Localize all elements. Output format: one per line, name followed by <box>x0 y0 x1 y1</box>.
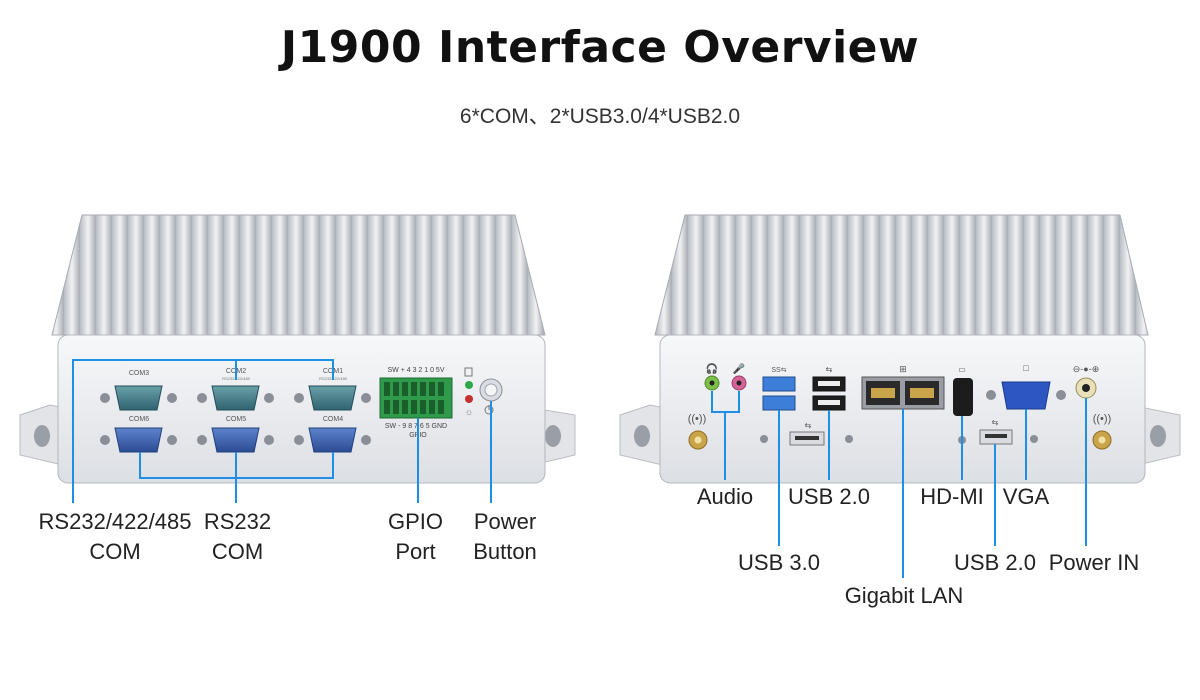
usb2-icon-c: ⇆ <box>992 418 999 427</box>
label-rs232-422-485-line2: COM <box>89 539 141 564</box>
label-rs232-line1: RS232 <box>203 509 272 534</box>
gpio-terminal-block <box>379 377 453 419</box>
wifi-antenna-right: ((•)) <box>1092 413 1112 450</box>
db9-com5 <box>197 427 274 453</box>
db9-com2 <box>197 385 274 411</box>
label-rs232-422-485-com: RS232/422/485 COM <box>20 507 210 567</box>
storage-led-icon <box>464 367 473 377</box>
page-subtitle: 6*COM、2*USB3.0/4*USB2.0 <box>459 105 741 128</box>
db9-com6 <box>100 427 177 453</box>
com3-text: COM3 <box>129 370 149 377</box>
usb3-port-2[interactable] <box>762 395 796 411</box>
label-usb3: USB 3.0 <box>738 550 820 575</box>
hdmi-port[interactable] <box>953 378 973 416</box>
label-gigabit-lan: Gigabit LAN <box>844 583 964 608</box>
label-power-in: Power IN <box>1048 550 1140 575</box>
gpio-top-text: SW + 4 3 2 1 0 5V <box>387 367 444 374</box>
label-usb2-bottom: USB 2.0 <box>954 550 1036 575</box>
svg-text:((•)): ((•)) <box>688 413 707 425</box>
usb3-port-1[interactable] <box>762 376 796 392</box>
label-power-button: Power Button <box>455 507 555 567</box>
front-right-bracket-hole <box>545 425 561 447</box>
usb2-icon-b: ⇆ <box>805 421 812 430</box>
hdmi-icon: ▭ <box>958 365 966 374</box>
db9-com1 <box>294 385 371 411</box>
label-rs232-line2: COM <box>211 539 264 564</box>
usb2-icon-a: ⇆ <box>826 365 833 374</box>
light-sensor-icon: ☼ <box>464 407 473 418</box>
db9-com3 <box>100 385 177 411</box>
rear-callout-lines <box>711 391 1087 578</box>
vga-icon: □ <box>1023 363 1029 373</box>
front-unit: COM3 COM2 RS232/422/485 COM1 RS232/422/4… <box>19 214 576 484</box>
network-icon: ⊞ <box>899 364 907 374</box>
com6-text: COM6 <box>129 416 149 423</box>
com4-text: COM4 <box>323 416 343 423</box>
label-power-line2: Button <box>473 539 537 564</box>
com5-text: COM5 <box>226 416 246 423</box>
front-face <box>57 334 546 484</box>
microphone-icon: 🎤 <box>733 362 746 375</box>
wifi-antenna-left: ((•)) <box>688 413 708 450</box>
label-gpio-line2: Port <box>395 539 436 564</box>
hdd-led <box>465 395 473 403</box>
label-rs232-com: RS232 COM <box>180 507 295 567</box>
label-rs232-422-485-line1: RS232/422/485 <box>38 509 192 534</box>
power-led <box>465 381 473 389</box>
rear-heatsink <box>654 214 1149 336</box>
label-gpio-port: GPIO Port <box>373 507 458 567</box>
svg-text:((•)): ((•)) <box>1093 413 1112 425</box>
front-callout-lines <box>72 359 492 503</box>
rear-unit: ((•)) ((•)) 🎧 🎤 SS⇆ ⇆ ⇆ ⊞ <box>619 214 1181 484</box>
vga-port[interactable] <box>1001 381 1051 410</box>
label-audio: Audio <box>696 484 754 509</box>
label-gpio-line1: GPIO <box>387 509 443 534</box>
db9-com4 <box>294 427 371 453</box>
label-hdmi: HD-MI <box>920 484 984 509</box>
label-usb2-top: USB 2.0 <box>788 484 870 509</box>
label-power-line1: Power <box>473 509 537 534</box>
label-vga: VGA <box>1002 484 1050 509</box>
gpio-bottom-text: SW - 9 8 7 6 5 GND <box>385 423 447 430</box>
rear-right-bracket-hole <box>1150 425 1166 447</box>
front-heatsink <box>51 214 546 336</box>
usb3-ss-icon: SS⇆ <box>771 367 786 374</box>
headphone-icon: 🎧 <box>706 362 718 375</box>
page-title: J1900 Interface Overview <box>280 22 920 73</box>
dc-polarity-icon: ⊖-●-⊕ <box>1073 364 1100 374</box>
rear-left-bracket-hole <box>634 425 650 447</box>
front-left-bracket-hole <box>34 425 50 447</box>
